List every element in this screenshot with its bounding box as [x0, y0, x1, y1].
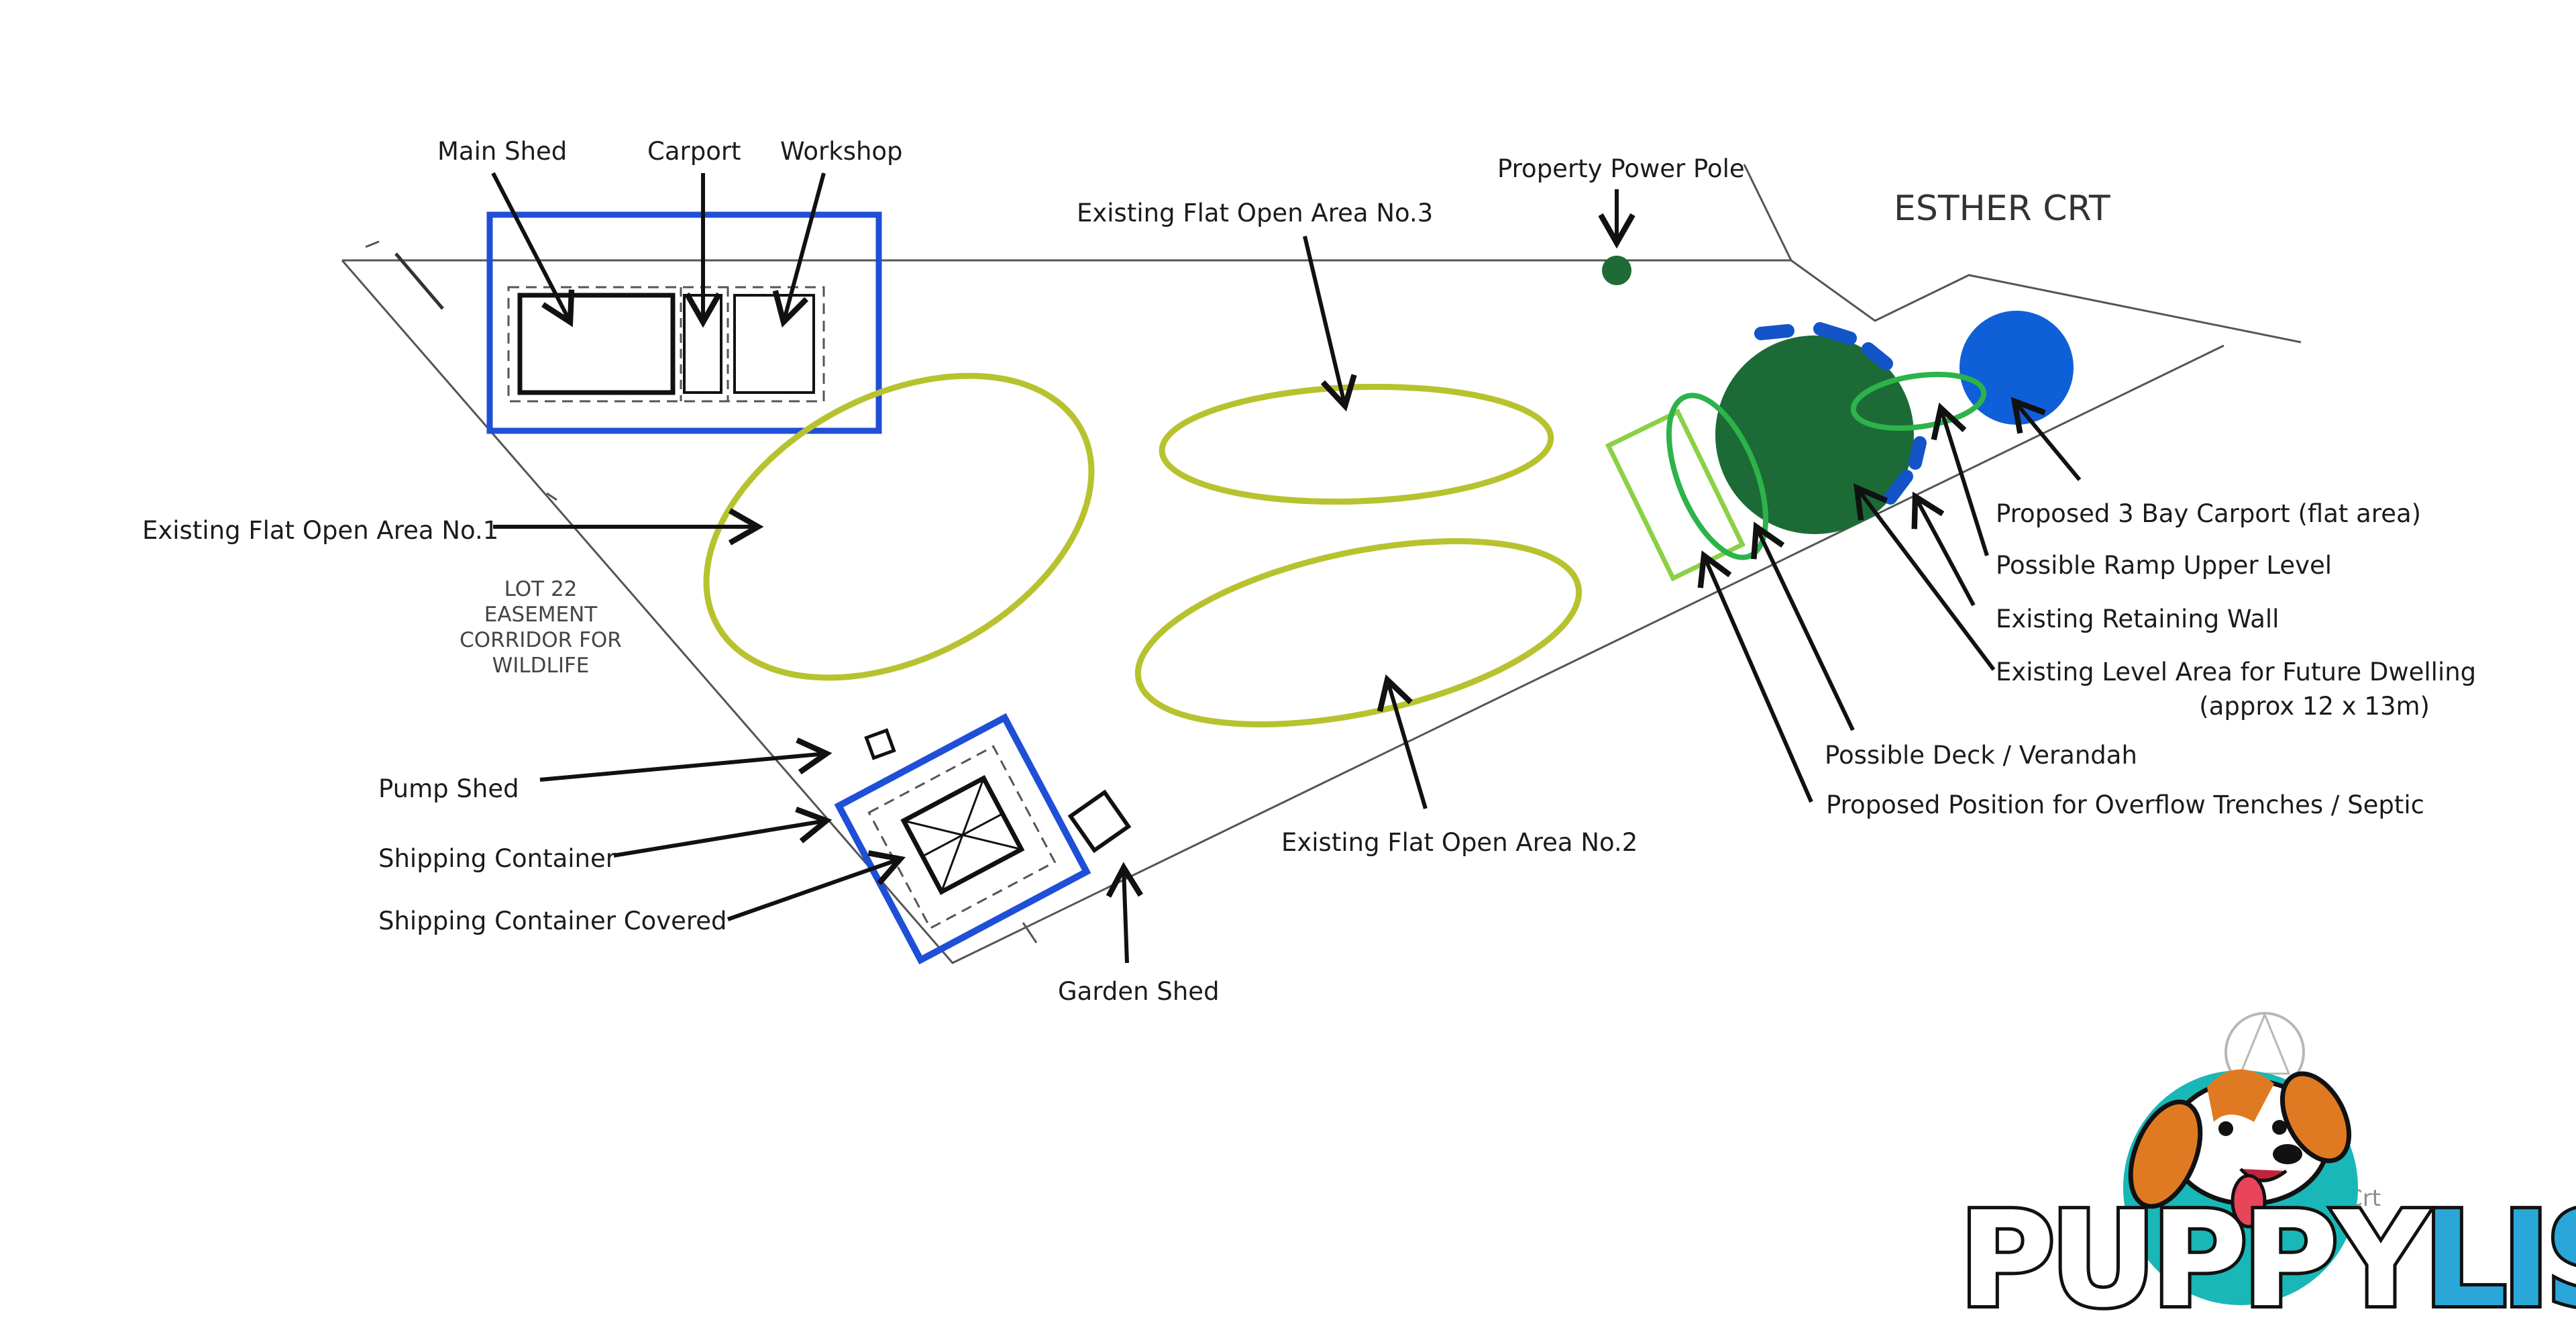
retaining-wall [1754, 322, 1927, 505]
label-retaining-wall: Existing Retaining Wall [1996, 605, 2279, 633]
flat-area-3 [1159, 383, 1554, 505]
lot-note-line-2: EASEMENT [484, 603, 598, 627]
label-arrows [491, 172, 2082, 964]
label-garden-shed: Garden Shed [1058, 977, 1220, 1006]
workshop [733, 294, 815, 394]
puppylist-logo: PUPPYLIST [1955, 1069, 2576, 1334]
label-proposed-carport: Proposed 3 Bay Carport (flat area) [1996, 499, 2421, 528]
dog-mascot-icon [2128, 1069, 2352, 1229]
label-deck: Possible Deck / Verandah [1825, 741, 2137, 770]
lot-note-line-4: WILDLIFE [492, 654, 590, 678]
label-flat-area-2: Existing Flat Open Area No.2 [1281, 828, 1638, 857]
proposed-carport-area [1960, 311, 2074, 425]
label-possible-ramp: Possible Ramp Upper Level [1996, 551, 2332, 580]
label-carport: Carport [647, 137, 741, 166]
lot-boundary [341, 164, 2302, 964]
label-pump-shed: Pump Shed [378, 774, 519, 803]
container-blue-outline [834, 713, 1091, 965]
label-property-power-pole: Property Power Pole [1497, 154, 1745, 183]
shed-dashed-footprint [507, 286, 825, 403]
lot-note-line-1: LOT 22 [504, 577, 578, 601]
lot-22-easement-note: LOT 22 EASEMENT CORRIDOR FOR WILDLIFE [460, 577, 622, 678]
label-level-area: Existing Level Area for Future Dwelling [1996, 658, 2476, 686]
label-flat-area-3: Existing Flat Open Area No.3 [1077, 199, 1433, 227]
label-main-shed: Main Shed [437, 137, 567, 166]
garden-shed [1067, 789, 1132, 854]
label-shipping-container: Shipping Container [378, 844, 616, 873]
flat-area-2 [1134, 538, 1582, 727]
label-overflow: Proposed Position for Overflow Trenches … [1826, 790, 2424, 819]
pump-shed [864, 728, 896, 760]
flat-area-1 [703, 372, 1095, 681]
road-name: ESTHER CRT [1894, 189, 2110, 229]
label-shipping-container-covered: Shipping Container Covered [378, 907, 727, 935]
main-shed-group [486, 211, 882, 434]
label-level-area-size: (approx 12 x 13m) [2199, 692, 2430, 721]
ramp-upper-level [1850, 371, 1987, 431]
shed-group-blue-outline [486, 211, 882, 434]
brand-word-puppy: PUPPY [1959, 1184, 2430, 1334]
power-pole-dot [1602, 256, 1631, 285]
label-flat-area-1: Existing Flat Open Area No.1 [142, 516, 498, 545]
lot-note-line-3: CORRIDOR FOR [460, 628, 622, 652]
brand-wordmark: PUPPYLIST [1959, 1184, 2576, 1334]
container-group [834, 713, 1091, 965]
brand-word-list: LIST [2423, 1184, 2576, 1334]
label-workshop: Workshop [780, 137, 903, 166]
main-shed [517, 293, 676, 395]
septic-trench-area [1666, 393, 1769, 560]
